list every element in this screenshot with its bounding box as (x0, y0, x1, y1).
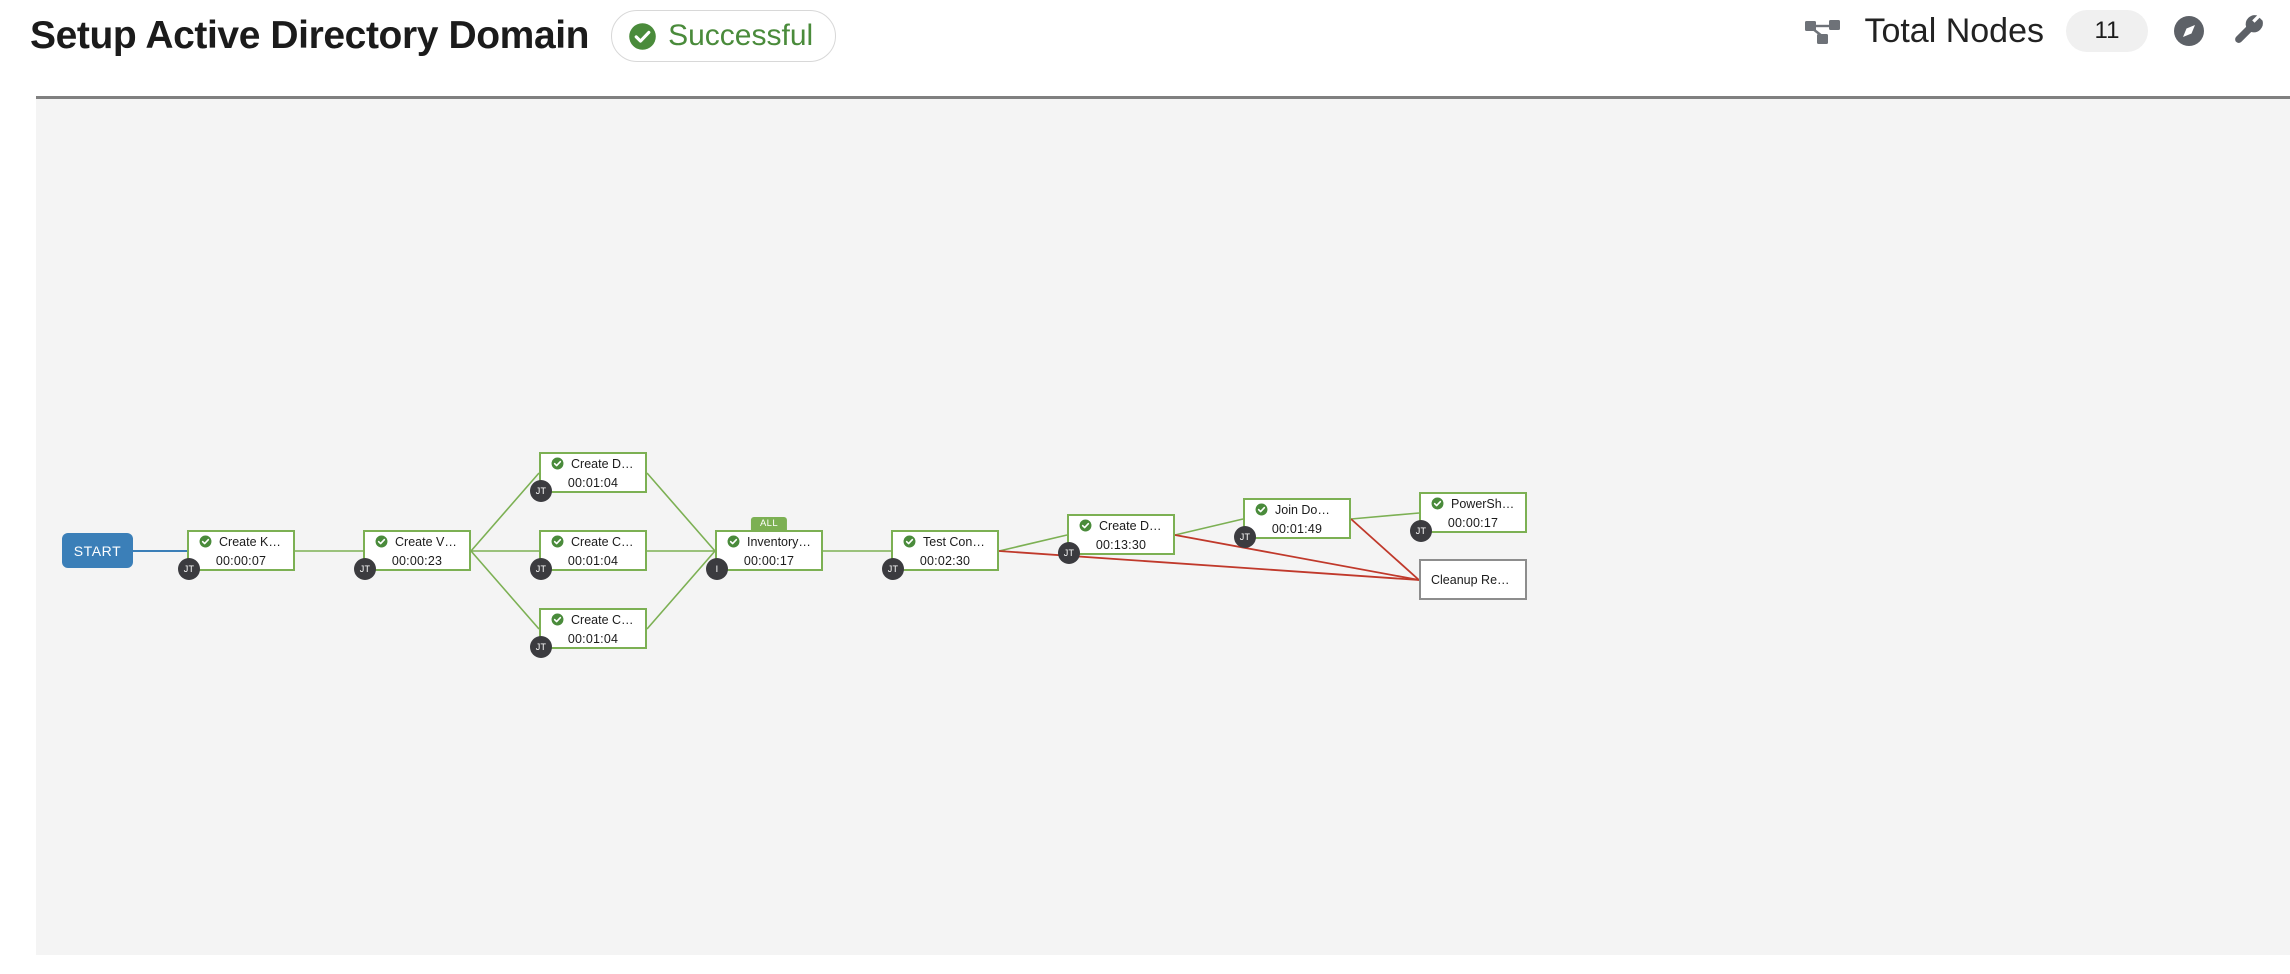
node-type-badge[interactable]: JT (530, 558, 552, 580)
node-title: Create Computer (1) (571, 534, 635, 549)
node-title: Create Computer (2) (571, 612, 635, 627)
node-title-row: Create Domain (1069, 516, 1173, 535)
workflow-node-powershell-validation[interactable]: PowerShell Validation 00:00:17 JT (1410, 492, 1527, 542)
workflow-node-create-domain[interactable]: Create Domain 00:13:30 JT (1058, 514, 1175, 564)
page-title: Setup Active Directory Domain (30, 14, 590, 57)
workflow-node-join-domain[interactable]: Join Domain 00:01:49 JT (1234, 498, 1351, 548)
node-title: Join Domain (1275, 502, 1339, 517)
node-type-badge[interactable]: JT (1234, 526, 1256, 548)
node-type-badge[interactable]: JT (1410, 520, 1432, 542)
status-badge: Successful (611, 10, 837, 62)
node-elapsed: 00:00:17 (743, 554, 795, 568)
node-elapsed: 00:01:49 (1271, 522, 1323, 536)
node-type-badge[interactable]: JT (354, 558, 376, 580)
node-title: Inventory Sync (747, 534, 811, 549)
node-type-badge[interactable]: JT (178, 558, 200, 580)
node-title-row: Join Domain (1245, 500, 1349, 519)
total-nodes-count: 11 (2066, 10, 2148, 52)
workflow-node-test-connectivity[interactable]: Test Connectivity 00:02:30 JT (882, 530, 999, 580)
start-node[interactable]: START (62, 533, 133, 568)
node-type-badge[interactable]: JT (530, 480, 552, 502)
node-elapsed: 00:00:07 (215, 554, 267, 568)
node-type-badge[interactable]: JT (530, 636, 552, 658)
check-circle-icon (375, 535, 388, 548)
workflow-node-create-computer-2[interactable]: Create Computer (2) 00:01:04 JT (530, 608, 647, 658)
node-title: Create Domain Contr... (571, 456, 635, 471)
workflow-node-create-keypair[interactable]: Create Keypair 00:00:07 JT (178, 530, 295, 580)
check-circle-icon (1255, 503, 1268, 516)
compass-icon[interactable] (2170, 12, 2208, 50)
header-right-group: Total Nodes 11 (1804, 10, 2270, 52)
check-circle-icon (903, 535, 916, 548)
workflow-node-create-vpc[interactable]: Create VPC 00:00:23 JT (354, 530, 471, 580)
node-elapsed: 00:01:04 (567, 632, 619, 646)
app-header: Setup Active Directory Domain Successful… (0, 0, 2290, 96)
node-type-badge[interactable]: JT (1058, 542, 1080, 564)
node-title: Create Domain (1099, 518, 1163, 533)
node-elapsed: 00:13:30 (1095, 538, 1147, 552)
node-title: Create Keypair (219, 534, 283, 549)
start-node-label: START (73, 542, 122, 559)
node-title-row: Inventory Sync (717, 532, 821, 551)
node-title: Create VPC (395, 534, 459, 549)
check-circle-icon (199, 535, 212, 548)
workflow-node-create-computer-1[interactable]: Create Computer (1) 00:01:04 JT (530, 530, 647, 580)
node-elapsed: 00:00:17 (1447, 516, 1499, 530)
check-circle-icon (629, 22, 656, 50)
node-title-row: Create Computer (2) (541, 610, 645, 629)
node-title-row: Create VPC (365, 532, 469, 551)
workflow-node-inventory-sync[interactable]: ALL Inventory Sync 00:00:17 I (706, 517, 823, 580)
workflow-node-create-domain-controller[interactable]: Create Domain Contr... 00:01:04 JT (530, 452, 647, 502)
node-type-badge[interactable]: I (706, 558, 728, 580)
check-circle-icon (551, 535, 564, 548)
node-title-row: Create Domain Contr... (541, 454, 645, 473)
wrench-icon[interactable] (2230, 12, 2270, 50)
node-elapsed: 00:01:04 (567, 554, 619, 568)
node-tag: ALL (750, 517, 788, 532)
node-title: Cleanup Resources (1431, 572, 1515, 587)
node-title-row: Create Computer (1) (541, 532, 645, 551)
status-badge-label: Successful (668, 19, 814, 52)
check-circle-icon (551, 613, 564, 626)
check-circle-icon (1079, 519, 1092, 532)
node-title: Test Connectivity (923, 534, 987, 549)
node-title-row: PowerShell Validation (1421, 494, 1525, 513)
node-title-row: Create Keypair (189, 532, 293, 551)
check-circle-icon (1431, 497, 1444, 510)
total-nodes-label: Total Nodes (1864, 12, 2044, 50)
node-title-row: Cleanup Resources (1421, 572, 1525, 588)
sitemap-icon[interactable] (1804, 14, 1842, 48)
check-circle-icon (551, 457, 564, 470)
node-elapsed: 00:02:30 (919, 554, 971, 568)
header-left-group: Setup Active Directory Domain Successful (30, 10, 837, 62)
node-elapsed: 00:01:04 (567, 476, 619, 490)
workflow-node-cleanup-resources[interactable]: Cleanup Resources (1419, 559, 1527, 600)
check-circle-icon (727, 535, 740, 548)
node-title: PowerShell Validation (1451, 496, 1515, 511)
node-title-row: Test Connectivity (893, 532, 997, 551)
node-type-badge[interactable]: JT (882, 558, 904, 580)
node-elapsed: 00:00:23 (391, 554, 443, 568)
